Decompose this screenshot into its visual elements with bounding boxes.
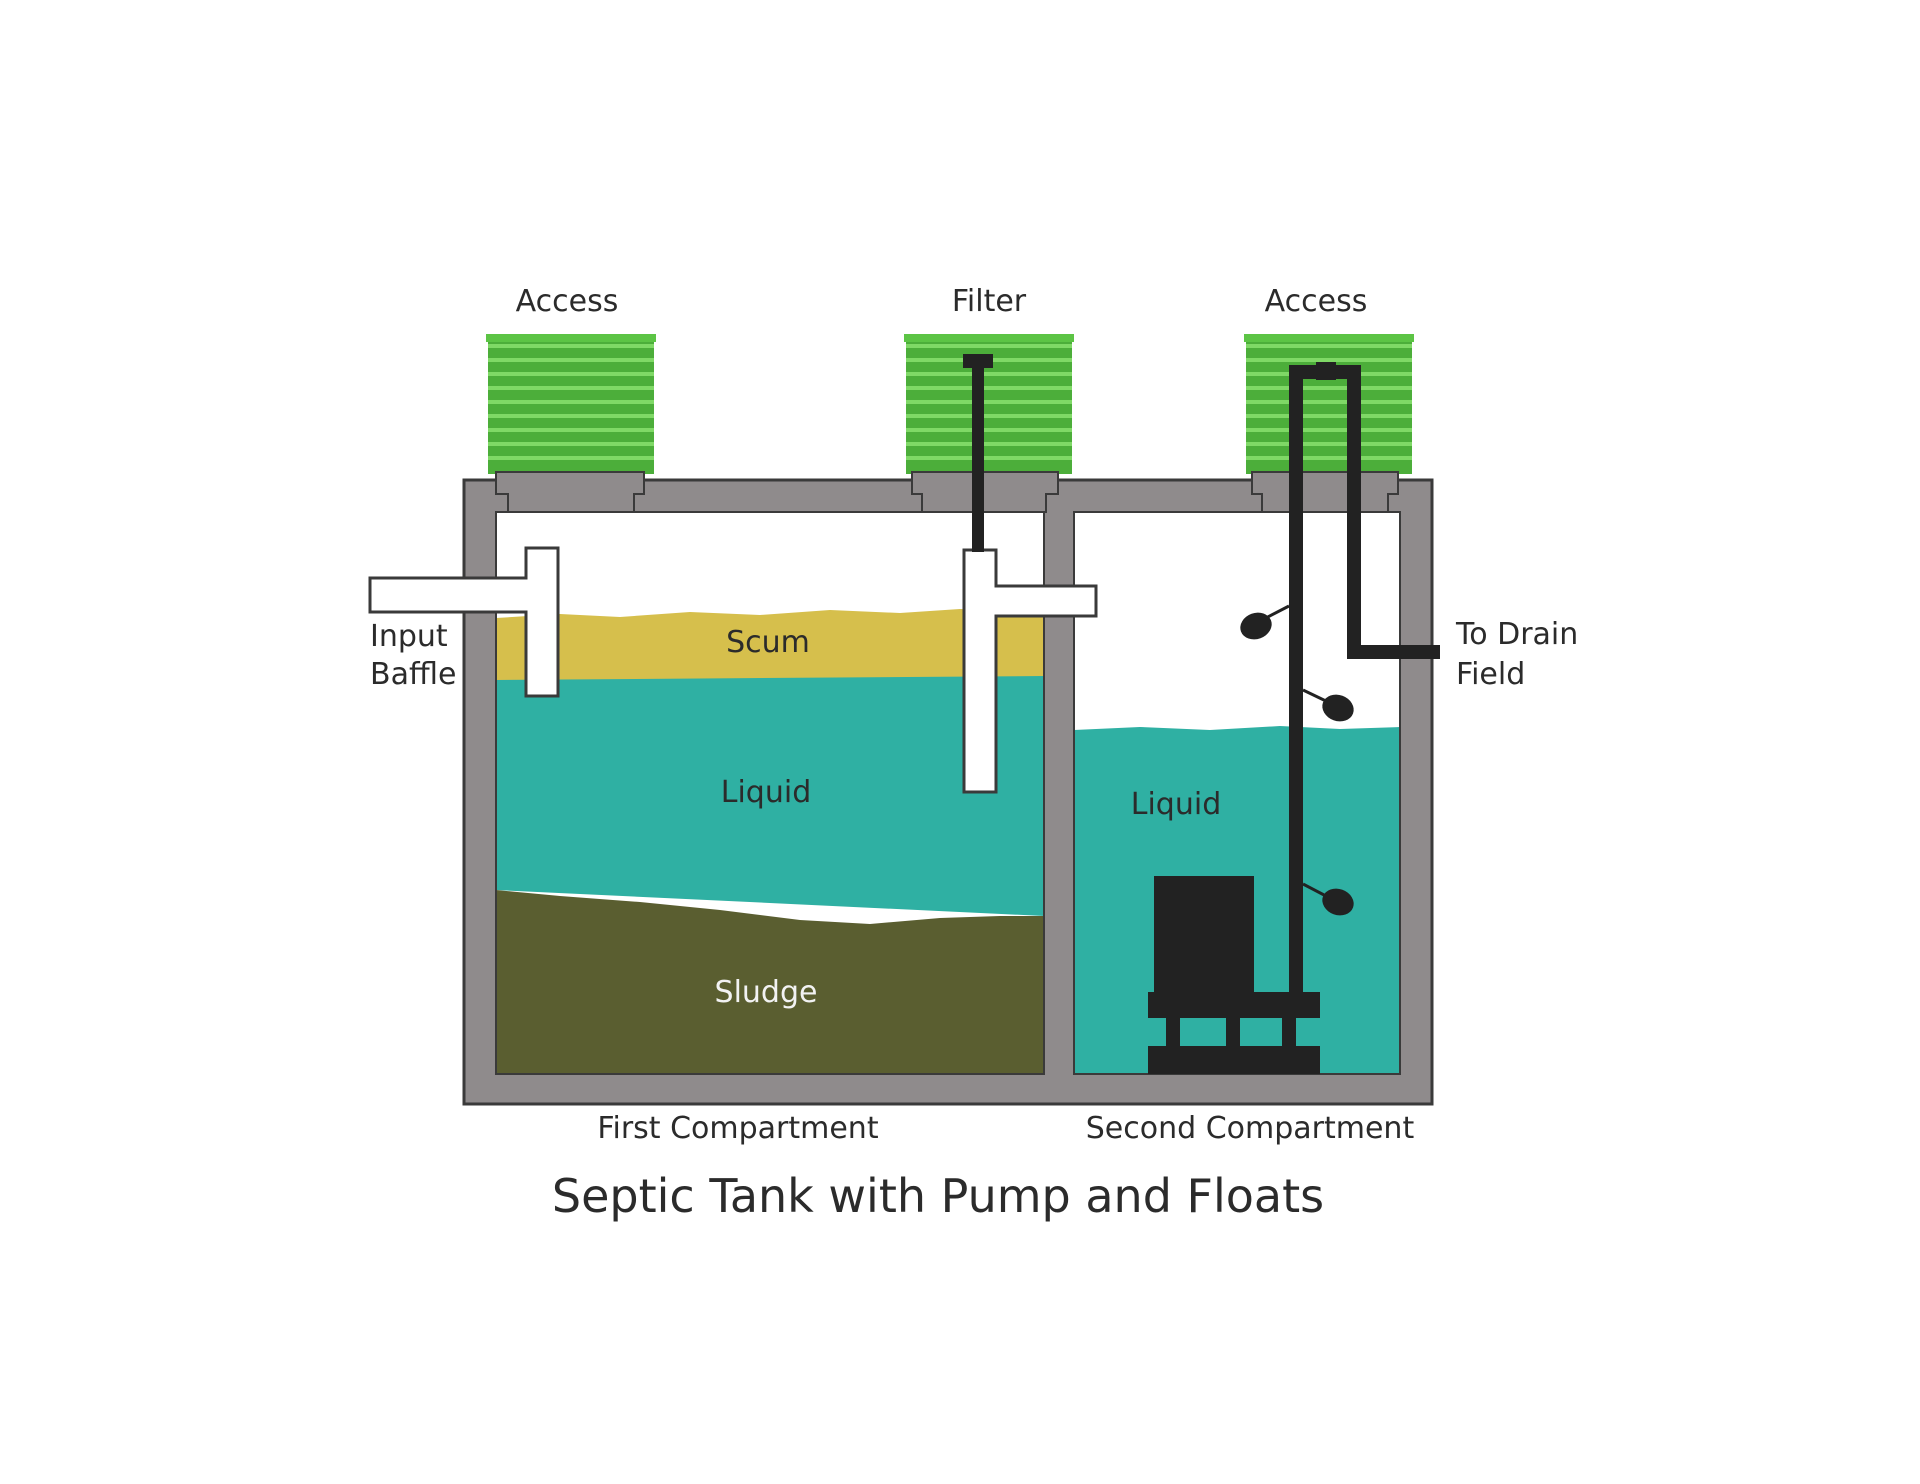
float-high-icon	[1240, 612, 1272, 640]
filter-rod	[963, 354, 993, 552]
liquid-layer-first	[496, 676, 1044, 916]
float-switches	[1240, 604, 1354, 916]
pipe-coupling	[1316, 362, 1336, 380]
float-low-icon	[1322, 888, 1354, 916]
pump-icon	[1148, 876, 1320, 1074]
label-liquid-second: Liquid	[1131, 787, 1221, 822]
access-riser-left	[486, 334, 656, 474]
filter-outlet-pipe	[962, 548, 1098, 794]
label-input-baffle-line1: Input	[370, 619, 448, 654]
label-liquid-first: Liquid	[721, 775, 811, 810]
riser-collars	[495, 471, 1399, 513]
first-compartment	[495, 511, 1045, 1075]
input-baffle-pipe	[368, 546, 560, 698]
label-second-compartment: Second Compartment	[1086, 1111, 1415, 1146]
label-first-compartment: First Compartment	[597, 1111, 878, 1146]
label-input-baffle-line2: Baffle	[370, 657, 456, 692]
label-sludge: Sludge	[715, 975, 818, 1010]
label-to-drain-line1: To Drain	[1455, 617, 1578, 652]
label-filter: Filter	[952, 284, 1027, 319]
access-riser-right	[1244, 334, 1414, 474]
label-access-left: Access	[516, 284, 619, 319]
diagram-title: Septic Tank with Pump and Floats	[552, 1169, 1324, 1223]
scum-layer	[496, 609, 1044, 680]
label-to-drain-line2: Field	[1456, 657, 1525, 692]
pump-discharge-pipe	[1289, 365, 1440, 996]
float-mid-icon	[1322, 694, 1354, 722]
label-access-right: Access	[1265, 284, 1368, 319]
sludge-layer	[496, 890, 1044, 1073]
label-scum: Scum	[726, 625, 810, 660]
